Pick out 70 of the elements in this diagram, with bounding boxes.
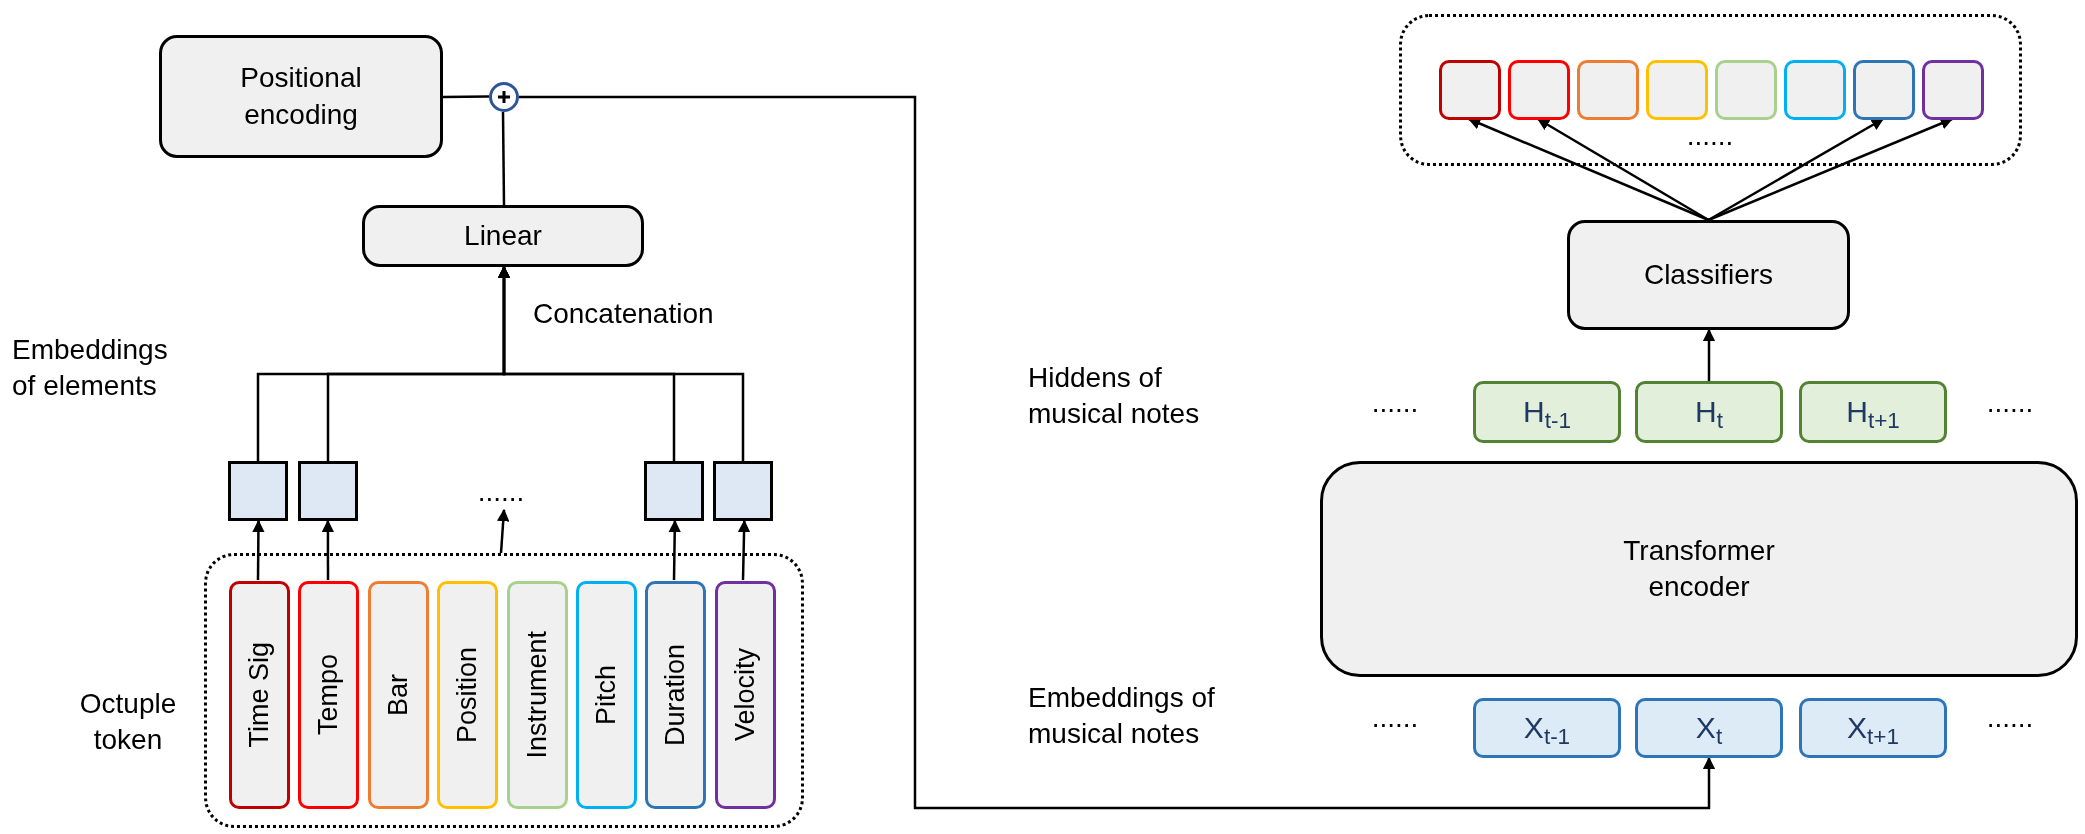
output-box [1922, 60, 1984, 120]
input-embedding-box [1473, 698, 1621, 758]
token-field-box [645, 581, 707, 809]
ellipsis: ...... [1686, 120, 1734, 151]
box-label: H$_{t-1}$ [1523, 397, 1571, 427]
token-field-label: Bar [384, 674, 412, 716]
input-embedding-box [1799, 698, 1947, 758]
arrow [497, 508, 510, 554]
token-field-box [437, 581, 499, 809]
box-label: X$_{t+1}$ [1847, 713, 1899, 743]
hidden-state-box [1635, 381, 1783, 443]
output-box [1715, 60, 1777, 120]
arrow [519, 95, 1716, 810]
arrow [252, 519, 265, 580]
embedding-box [644, 461, 704, 521]
arrow [1702, 328, 1716, 381]
box-label: H$_{t}$ [1695, 397, 1723, 427]
ellipsis: ...... [477, 474, 525, 509]
ellipsis: ...... [1371, 702, 1419, 733]
input-embedding-box [1635, 698, 1783, 758]
token-field-box [298, 581, 360, 809]
embedding-box [298, 461, 358, 521]
box-label: Classifiers [1643, 257, 1774, 292]
token-field-label: Tempo [315, 654, 343, 736]
arrow [737, 519, 751, 581]
token-field-label: Duration [662, 643, 690, 747]
token-field-label: Velocity [731, 648, 759, 742]
process-box [1320, 461, 2078, 677]
arrow [497, 265, 745, 461]
token-field-label: Position [454, 646, 482, 744]
arrow [668, 519, 681, 581]
process-box [1567, 220, 1850, 330]
output-box [1577, 60, 1639, 120]
output-box [1784, 60, 1846, 120]
row-label: Hiddens of musical notes [1028, 362, 1200, 430]
output-box [1646, 60, 1708, 120]
token-field-box [576, 581, 637, 809]
embedding-box [713, 461, 773, 521]
token-field-box [229, 581, 290, 809]
token-field-box [714, 581, 776, 809]
arrow [321, 519, 335, 580]
connector-line [443, 95, 489, 99]
ellipsis: ...... [1371, 387, 1419, 418]
output-box [1853, 60, 1915, 120]
token-field-box [506, 581, 568, 809]
connector-line [501, 112, 506, 205]
process-box [159, 35, 443, 158]
output-box [1508, 60, 1570, 120]
token-field-box [367, 581, 429, 809]
box-label: X$_{t-1}$ [1523, 713, 1571, 743]
token-field-label: Pitch [593, 665, 620, 725]
row-label: Embeddings of elements [12, 334, 168, 402]
box-label: Transformer encoder [1622, 533, 1776, 604]
token-field-label: Instrument [523, 631, 551, 759]
group-label: Octuple token [79, 688, 177, 756]
box-label: H$_{t+1}$ [1846, 397, 1900, 427]
output-box [1439, 60, 1501, 120]
edge-caption: Concatenation [533, 298, 714, 329]
hidden-state-box [1473, 381, 1621, 443]
ellipsis: ...... [1986, 387, 2034, 418]
hidden-state-box [1799, 381, 1947, 443]
embedding-box [228, 461, 288, 521]
process-box [362, 205, 644, 267]
ellipsis: ...... [1986, 702, 2034, 733]
box-label: X$_{t}$ [1695, 713, 1723, 743]
row-label: Embeddings of musical notes [1028, 682, 1215, 750]
box-label: Positional encoding [239, 61, 363, 132]
dotted-group-box [1399, 14, 2022, 166]
token-field-label: Time Sig [246, 642, 273, 748]
box-label: Linear [464, 218, 542, 253]
